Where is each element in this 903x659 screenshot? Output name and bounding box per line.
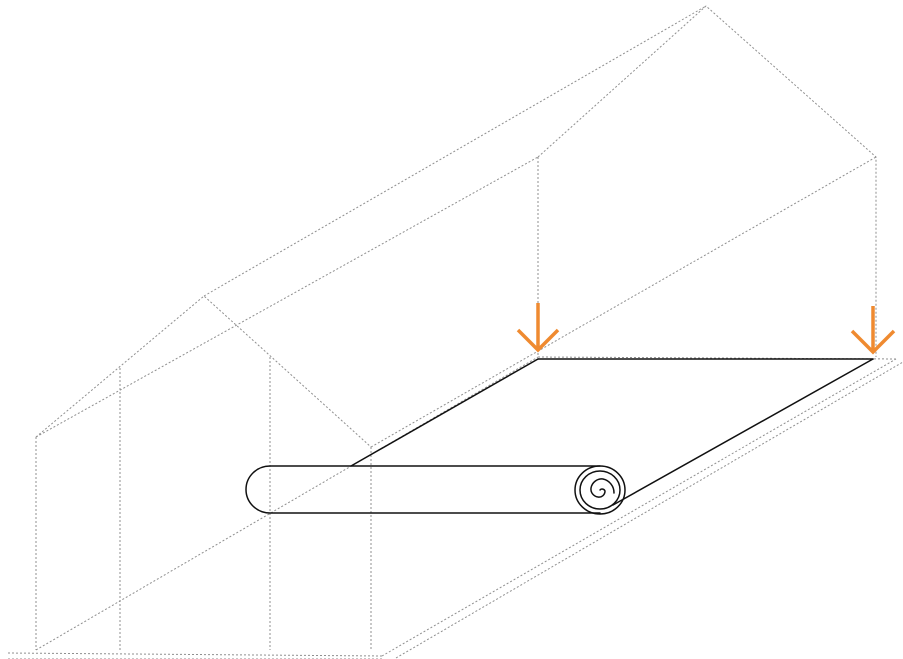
roll-body [245, 465, 601, 514]
arrow-left [516, 303, 560, 353]
near-gable-outline [35, 295, 372, 448]
spiral-roll-icon [590, 478, 615, 498]
membrane-roll [245, 465, 626, 515]
base-right-lower-edge [395, 361, 903, 659]
arrow-right [850, 306, 896, 355]
sheet-left-edge [350, 358, 539, 467]
left-roof-ridge [203, 5, 707, 297]
roll-end-mid [579, 470, 621, 510]
roll-end-outer [574, 465, 626, 515]
base-right-edge [381, 358, 897, 657]
down-arrow-icon [516, 303, 560, 353]
sheet-right-edge [612, 358, 874, 506]
right-roof-eave [370, 156, 877, 448]
base-front-edge [7, 652, 383, 657]
far-gable-outline [537, 5, 877, 357]
down-arrow-icon [850, 306, 896, 355]
greenhouse-frame [7, 5, 903, 659]
base-left-edge [35, 356, 539, 651]
left-roof-eave [35, 156, 539, 438]
membrane-sheet [350, 358, 874, 506]
